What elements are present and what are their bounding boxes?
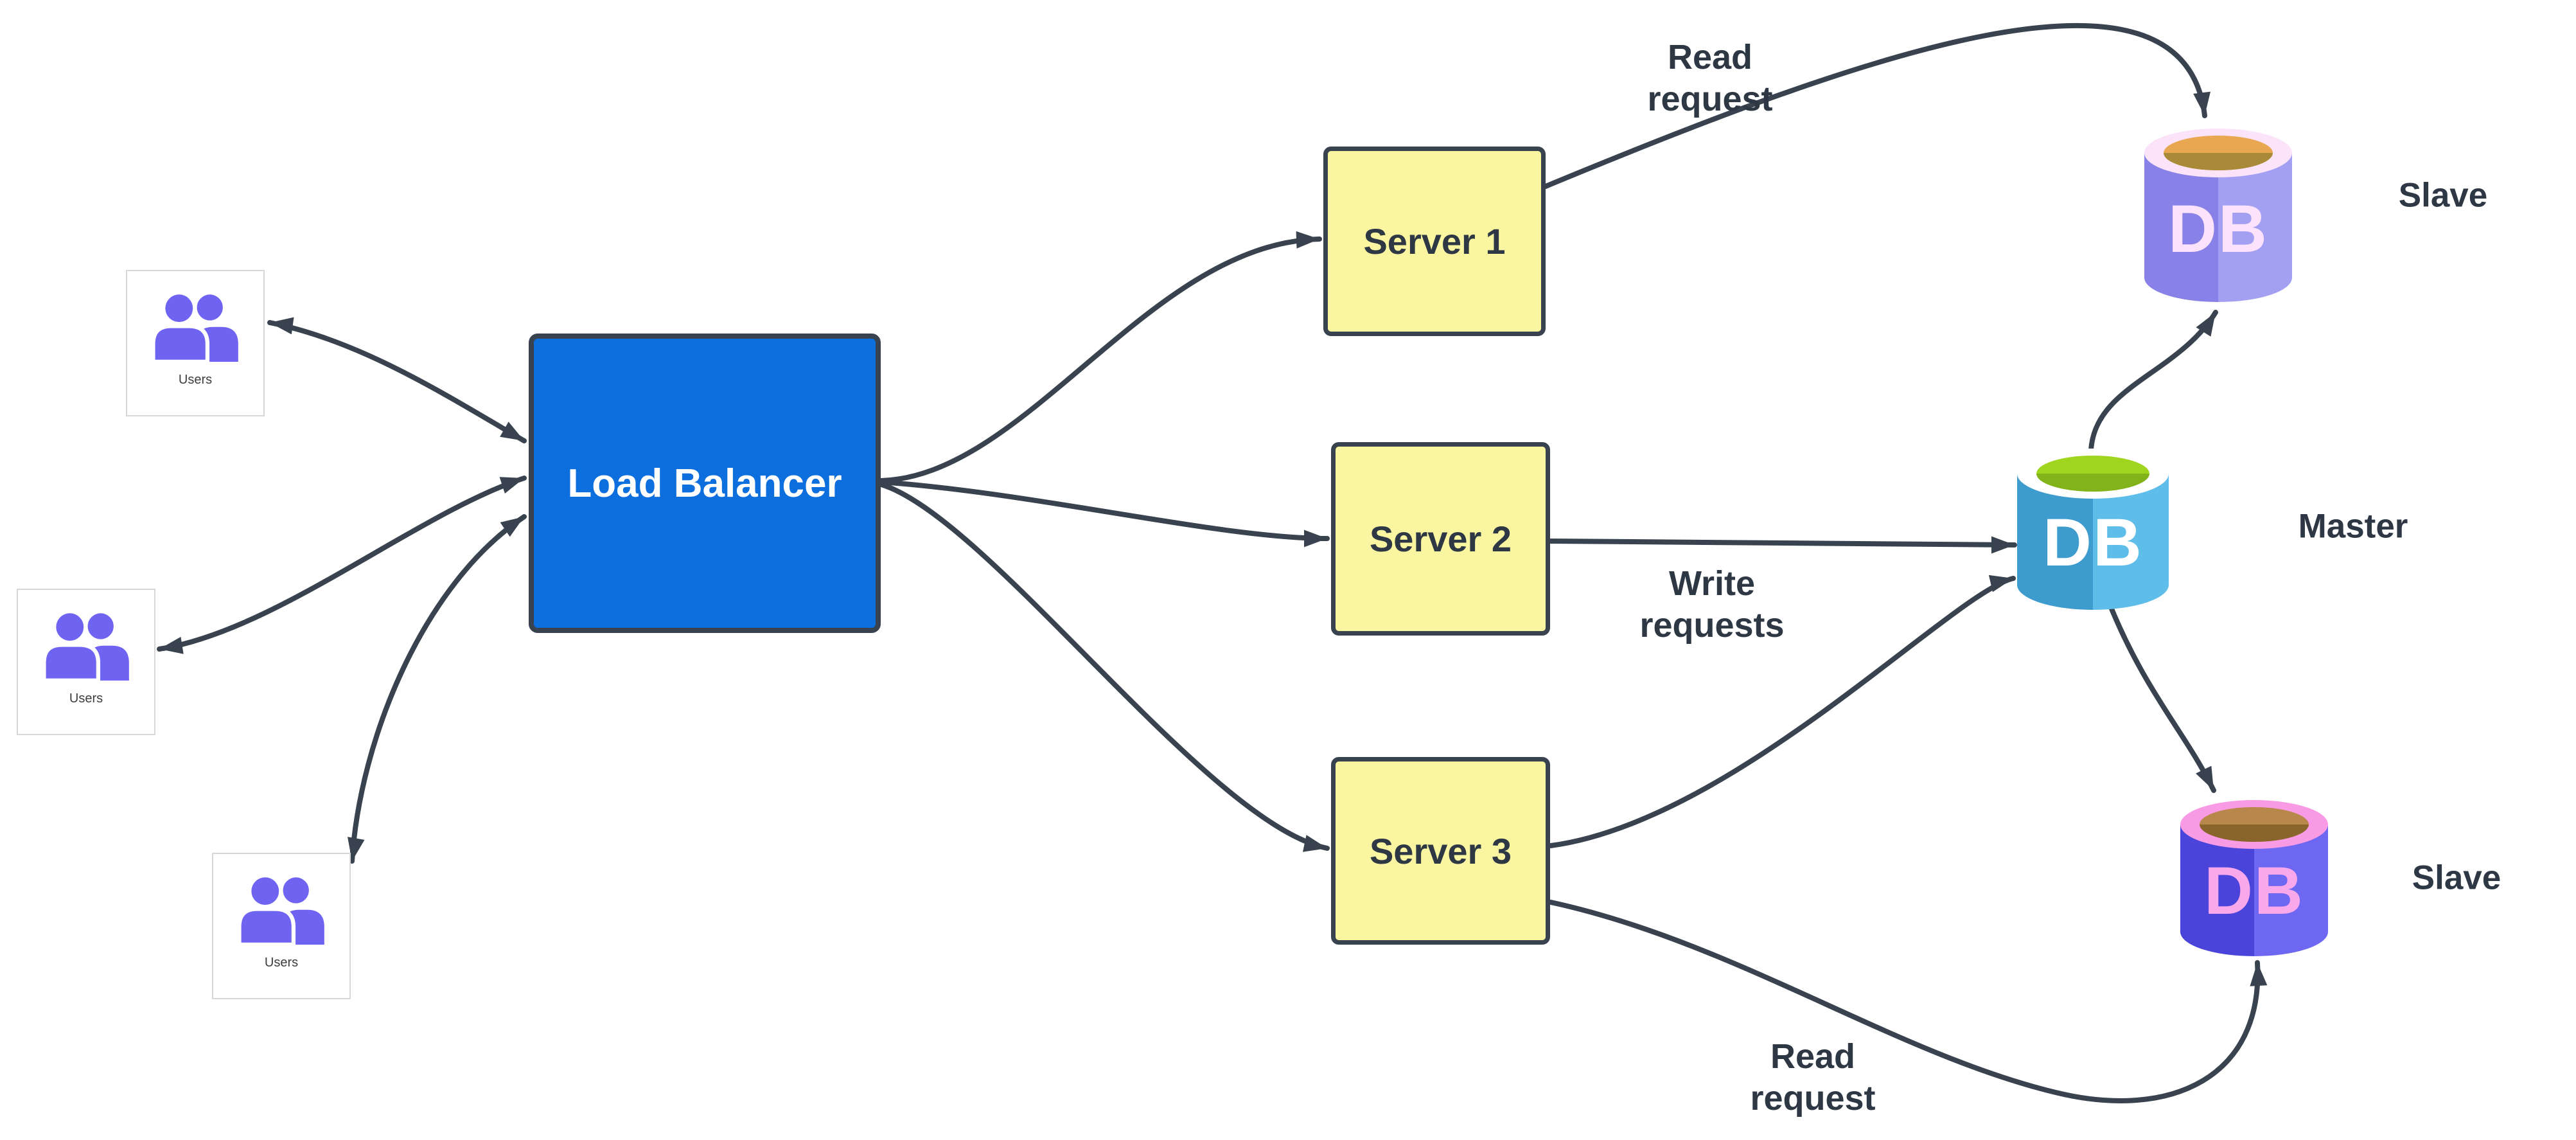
users-card-label: Users [178,373,213,387]
arrowhead [1991,536,2015,554]
load-balancer-node: Load Balancer [529,334,881,633]
server-2-label: Server 2 [1369,519,1512,559]
users-card-label: Users [264,956,299,970]
arrowhead [1988,574,2013,592]
users-icon [151,294,238,364]
database-cylinder-slave-top: DB [2144,129,2292,302]
server-2-node: Server 2 [1331,442,1550,636]
connector-line [2088,310,2218,452]
arrowhead [500,422,524,441]
server-1-label: Server 1 [1363,221,1506,262]
db-role-label-slave-bottom: Slave [2412,859,2501,897]
users-card-label: Users [69,691,103,706]
connector-line [1548,576,2016,848]
users-icon [237,877,324,947]
connectors [157,22,2268,1103]
load-balancer-label: Load Balancer [567,461,842,506]
server-3-label: Server 3 [1369,830,1512,871]
edge-label-read-request-bottom: Read request [1750,1037,1876,1118]
users-card-bottom: Users [212,853,351,999]
db-role-label-slave-top: Slave [2398,176,2488,215]
database-cylinder-master: DB [2017,449,2169,610]
database-cylinder-slave-bottom: DB [2180,800,2328,956]
users-card-middle: Users [17,589,155,735]
arrowhead [2196,312,2216,337]
arrowhead [270,317,294,335]
edge-label-read-request-top: Read request [1647,38,1773,118]
connector-line [879,236,1322,483]
arrowhead [1304,530,1327,548]
arrowhead [2193,91,2210,116]
arrowhead [1303,835,1327,852]
arrowhead [2196,765,2214,790]
connector-line [879,482,1330,851]
server-3-node: Server 3 [1331,757,1550,945]
connector-line [349,514,527,864]
connector-line [267,320,527,443]
arrowhead [2250,963,2268,986]
connector-line [157,476,527,652]
arrowhead [499,477,524,494]
arrowhead [348,837,365,861]
connector-line [2107,601,2216,793]
db-role-label-master: Master [2298,507,2408,546]
connector-line [1548,539,2017,548]
arrowhead [500,517,524,537]
arrowhead [1296,231,1319,249]
db-label: DB [2204,853,2304,929]
connector-line [879,479,1330,541]
db-label: DB [2168,191,2268,267]
connector-line [1543,22,2207,189]
edge-label-write-requests: Write requests [1639,564,1785,645]
server-1-node: Server 1 [1323,147,1546,336]
db-label: DB [2043,505,2143,580]
arrowhead [159,637,184,654]
connector-line [1548,900,2261,1103]
users-icon [42,613,129,683]
users-card-top: Users [126,270,265,416]
